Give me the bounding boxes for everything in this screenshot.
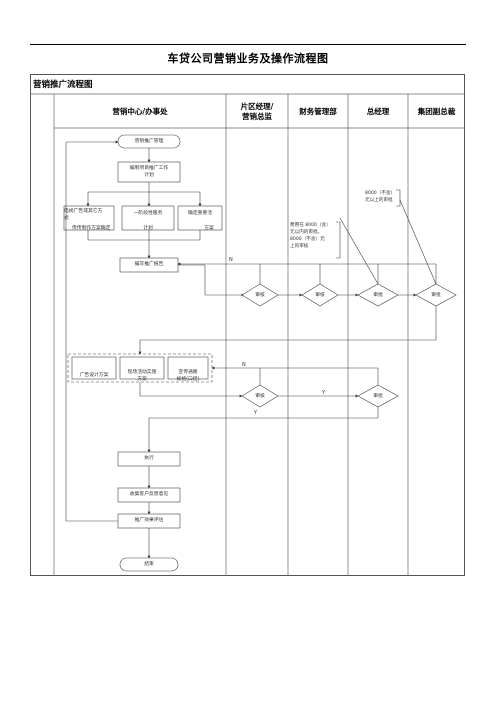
lane-header-finance: 财务管理部	[299, 107, 337, 116]
gm-note: 8000（不含） 元以上的审批	[365, 191, 396, 203]
ad-design-box	[71, 356, 117, 380]
ad-media-box	[63, 205, 115, 231]
edge-label-y-mid: Y	[322, 390, 326, 396]
review-finance-diamond	[301, 283, 339, 307]
approve-gm2-label: 审批	[373, 394, 383, 399]
diagram-frame	[30, 74, 465, 576]
confirm-box	[177, 205, 223, 231]
promo-label: 宣传通路 规格(口径)	[176, 370, 200, 382]
confirm-sub-label: 方案	[204, 226, 214, 231]
end-label: 结束	[144, 562, 154, 567]
ad-media-sub-label: 传传制作方案确定	[72, 226, 111, 231]
review-area-label: 审核	[255, 293, 265, 298]
report-label: 编写推广报告	[134, 262, 164, 267]
review-area-diamond	[241, 283, 279, 307]
lane-header-gm: 总经理	[366, 107, 390, 116]
lane-header-vp: 集团副总裁	[417, 107, 456, 116]
execute-label: 执行	[144, 456, 154, 461]
ad-media-label: 电视广告或其它方 式	[64, 209, 103, 221]
gm-note-bracket	[396, 189, 401, 207]
confirm-label: 确定重要活	[188, 211, 212, 216]
top-rule	[30, 44, 466, 45]
lane-header-marketing: 营销中心/办事处	[112, 107, 168, 116]
review-finance-label: 审核	[315, 293, 325, 298]
approve-gm-diamond	[357, 283, 399, 307]
document-title: 车贷公司营销业务及操作流程图	[167, 52, 329, 65]
end-terminal	[119, 557, 179, 572]
stage-label: 一阶段性服务	[133, 211, 163, 216]
feedback-label: 收集客户反馈意见	[129, 492, 169, 497]
edge-label-n-mid: N	[242, 362, 246, 368]
lane-header-area: 片区经理/ 营销总监	[240, 102, 274, 121]
onsite-box	[119, 356, 165, 380]
ad-design-label: 广告设计方案	[79, 373, 109, 378]
evaluate-label: 推广效果评估	[134, 518, 164, 523]
start-label: 营销推广管理	[134, 139, 164, 144]
finance-note-bracket	[336, 221, 341, 259]
section-title: 营销推广流程图	[33, 80, 93, 90]
approve-gm-label: 审批	[373, 293, 383, 298]
edge-label-n-top: N	[229, 257, 233, 263]
promo-box	[167, 356, 209, 380]
stage-box	[121, 205, 175, 231]
review-area2-label: 审核	[255, 394, 265, 399]
review-area2-diamond	[241, 384, 279, 408]
gm-note-connector	[399, 199, 437, 285]
edge-label-y-low: Y	[254, 410, 258, 416]
approve-vp-label: 审批	[431, 293, 441, 298]
onsite-label: 现场活动实施 方案	[127, 370, 157, 382]
plan-label: 编制项目推广工作 计划	[129, 166, 169, 178]
finance-note-connector	[339, 217, 379, 285]
finance-note: 费用在 8000（含） 元以内的审批， 8000（不含）元 上的审核	[290, 223, 331, 249]
stage-sub-label: 计划	[143, 226, 153, 231]
